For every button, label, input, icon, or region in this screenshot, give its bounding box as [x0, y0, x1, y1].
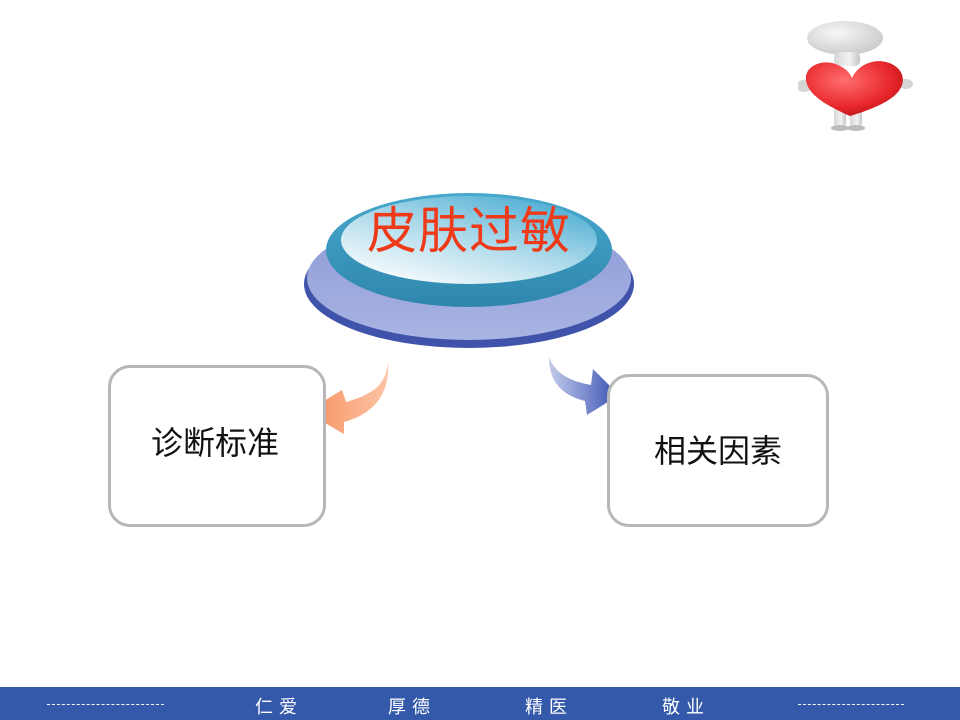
person-holding-heart-icon	[798, 21, 913, 131]
footer-dash-left	[47, 704, 164, 705]
center-topic-label: 皮肤过敏	[367, 202, 571, 260]
curved-arrow-right-icon	[549, 357, 619, 415]
footer-bar: 仁爱 厚德 精医 敬业	[0, 687, 960, 720]
node-label: 诊断标准	[150, 424, 279, 462]
central-hub-disc	[304, 193, 634, 348]
curved-arrow-left-icon	[306, 362, 389, 434]
node-diagnostic-criteria: 诊断标准	[108, 365, 326, 527]
footer-dash-right	[798, 704, 904, 705]
footer-motto-2: 厚德	[388, 697, 436, 718]
footer-motto-1: 仁爱	[255, 697, 303, 718]
node-related-factors: 相关因素	[607, 374, 829, 527]
footer-motto-3: 精医	[525, 697, 573, 718]
footer-motto-4: 敬业	[662, 697, 710, 718]
node-label: 相关因素	[653, 432, 782, 470]
